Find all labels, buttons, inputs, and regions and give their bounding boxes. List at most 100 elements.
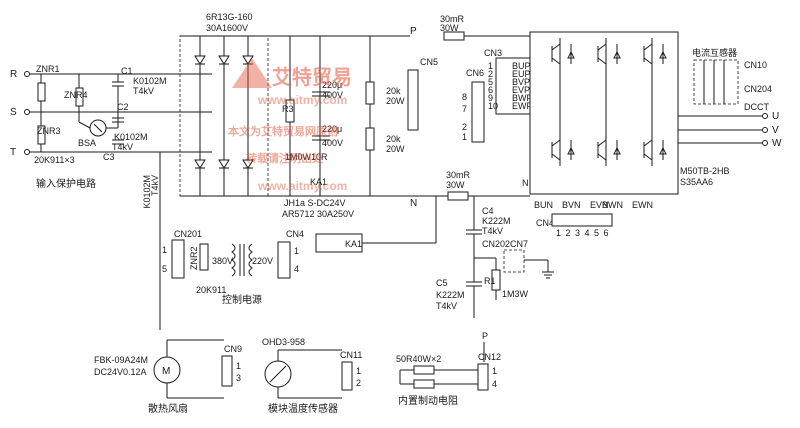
cn4-drive-label: CN4 [536,218,554,228]
r3-label: R3 [282,104,294,114]
temp-pin-2: 2 [356,378,361,388]
c5-spec: K222M [436,290,465,300]
watermark: 艾特贸易 www.aitmy.com 本文为艾特贸易网原创 转载请注明出处 ww… [228,58,352,193]
fan-pin-1: 1 [236,361,241,371]
c2-volt: T4kV [112,142,133,152]
cn4-drive-pin: 1 [556,228,561,238]
cn3-signal: EUP [512,69,531,79]
current-sensor-title: 电流互感器 [692,47,737,58]
c4-spec: K222M [482,216,511,226]
control-power-supply: CN201 1 5 ZNR2 20K911 380V 220V CN4 1 4 … [162,229,304,306]
cn6-pin-2: 7 [462,104,467,114]
watermark-line2: 转载请注明出处 [246,151,324,165]
watermark-url2: www.aitmy.com [257,179,347,193]
brake-pin-2: 4 [492,379,497,389]
igbt-switch-icon [597,134,621,166]
t-link-volt: T4kV [150,175,160,196]
cn3-pin: 1 [488,61,493,71]
c2-label: C2 [117,102,129,112]
r1-label: R1 [484,276,496,286]
igbt-switch-icon [597,38,621,70]
dcct-label: DCCT [744,102,769,112]
output-u-label: U [772,111,779,122]
cn3-signal: EWP [512,101,533,111]
varistor-znr1 [37,82,46,102]
cn3-pin: 6 [488,85,493,95]
cn4-drive-pin: 2 [566,228,571,238]
cap-b-value: 220μ [322,124,342,134]
cn3-pin: 2 [488,69,493,79]
znr2-label: ZNR2 [189,246,199,270]
c4-label: C4 [482,206,494,216]
shunt-block: 30mR 30W 30mR 30W CN6 8 7 2 1 [440,14,530,201]
shunt-bottom-watt: 30W [446,180,465,190]
cn201-label: CN201 [174,229,202,239]
psu-right-pin-1: 1 [294,246,299,256]
znr1-label: ZNR1 [36,64,60,74]
cn3-connector [495,57,533,115]
igbt-part: M50TB-2HB [680,166,730,176]
snubber-circuit: C4 K222M T4kV C5 K222M T4kV R1 1M3W CN20… [436,196,554,318]
control-psu-title: 控制电源 [222,293,262,306]
rectifier-part: 6R13G-160 [206,12,253,22]
psu-cn4-label: CN4 [286,229,304,239]
res-b-value: 20k [386,134,401,144]
znr3-label: ZNR3 [37,126,61,136]
relay-coil-label: KA1 [345,239,362,249]
t-link-spec: K0102M [142,175,152,209]
cn12-label: CN12 [478,352,501,362]
shunt-top [443,31,465,41]
shunt-top-value: 30mR [440,14,465,24]
r1-spec: 1M3W [502,289,529,299]
cn6-pin-1: 8 [462,92,467,102]
brake-title: 内置制动电阻 [398,394,458,407]
cn6-label: CN6 [466,68,484,78]
cap-a-volt: 400V [322,90,343,100]
cooling-fan: FBK-09A24M DC24V0.12A M CN9 1 3 散热风扇 [94,339,242,415]
input-protection-circuit: ZNR1 ZNR4 ZNR3 20K911×3 BSA C1 K0102M T4… [34,64,167,190]
c5-label: C5 [436,278,448,288]
temp-pin-1: 1 [356,366,361,376]
cap-b-volt: 400V [322,138,343,148]
cn5-connector [407,69,419,131]
fan-part: FBK-09A24M [94,355,148,365]
psu-input-voltage: 380V [212,256,233,266]
c1-label: C1 [121,66,133,76]
fan-motor-label: M [162,366,170,377]
cn3-signal: BVP [512,77,530,87]
brake-resistor: 50R40W×2 P CN12 1 4 内置制动电阻 [396,331,501,407]
fan-pin-2: 3 [236,373,241,383]
shunt-top-watt: 30W [440,23,459,33]
igbt-switch-icon [551,38,575,70]
dc-link: P N R3 1M0W10R 220μ 400V 220μ 400V 20k 2… [282,26,438,253]
igbt-bottom-terminal: BVN [562,200,581,210]
cn10-label: CN10 [744,60,767,70]
cn3-pin: 10 [488,101,498,111]
rectifier-rating: 30A1600V [206,23,248,33]
igbt-bottom-terminal: EWN [632,200,653,210]
varistor-znr2 [199,243,209,271]
igbt-switch-icon [643,38,667,70]
motor-outputs: U V W [678,111,782,149]
bsa-label: BSA [78,138,96,148]
psu-right-pin-2: 4 [294,264,299,274]
current-sensor: 电流互感器 CN10 CN204 DCCT [692,47,772,112]
relay-contact: AR5712 30A250V [282,209,354,219]
cn5-label: CN5 [420,57,438,67]
znr2-spec: 20K911 [196,285,226,295]
shunt-bottom [447,191,469,201]
temp-sensor-part: OHD3-958 [262,337,305,347]
cn3-pin: 9 [488,93,493,103]
psu-left-pin-2: 5 [162,264,167,274]
brake-spec: 50R40W×2 [396,354,441,364]
temp-sensor-title: 模块温度传感器 [268,402,338,415]
shunt-bottom-value: 30mR [446,170,471,180]
cn4-drive-pin: 5 [594,228,599,238]
mains-terminals: R S T [10,69,212,158]
fan-title: 散热风扇 [148,402,188,415]
c3-label: C3 [103,152,115,162]
cn4-drive-pin: 3 [575,228,580,238]
igbt-bottom-terminal: BUN [534,200,553,210]
